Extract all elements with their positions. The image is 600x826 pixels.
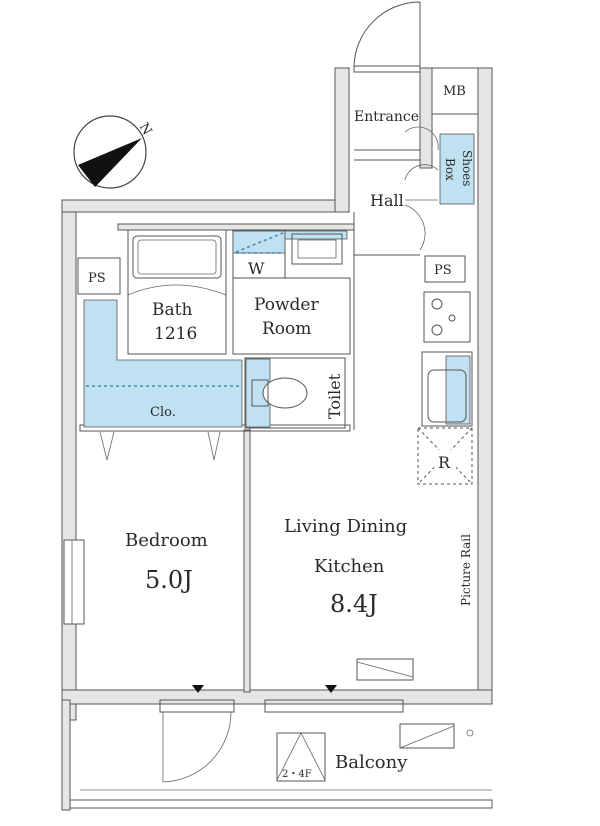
outdoor-unit bbox=[399, 723, 455, 749]
pipe-space-right bbox=[424, 255, 466, 283]
shoes-box-label-1: Shoes bbox=[460, 150, 474, 186]
bedroom-label: Bedroom bbox=[125, 530, 208, 551]
closet-label: Clo. bbox=[150, 405, 176, 420]
ldk-label-2: Kitchen bbox=[314, 556, 385, 577]
powder-room-label-1: Powder bbox=[254, 295, 319, 315]
ldk-size: 8.4J bbox=[330, 590, 378, 618]
balcony-label: Balcony bbox=[335, 752, 408, 773]
w-label: W bbox=[248, 259, 265, 278]
ps-left-label: PS bbox=[88, 271, 106, 286]
bedroom-size: 5.0J bbox=[145, 566, 193, 594]
refrigerator-space bbox=[417, 427, 473, 485]
compass-north-label: N bbox=[136, 121, 155, 138]
entrance-door[interactable] bbox=[353, 1, 421, 69]
toilet-bowl bbox=[262, 377, 308, 409]
shoes-box-label-2: Box bbox=[443, 158, 457, 181]
ldk-window[interactable] bbox=[264, 699, 404, 713]
evacuation-hatch: 2・4F bbox=[276, 732, 326, 782]
powder-room-label-2: Room bbox=[262, 319, 311, 339]
mb-label: MB bbox=[443, 84, 466, 99]
pipe-space-left bbox=[77, 257, 121, 295]
shoes-box bbox=[439, 133, 475, 205]
hall-label: Hall bbox=[370, 191, 404, 210]
closet bbox=[83, 299, 243, 428]
evac-hatch-label: 2・4F bbox=[282, 769, 312, 780]
aircon bbox=[356, 658, 414, 681]
walls bbox=[61, 67, 493, 811]
stove bbox=[423, 291, 471, 343]
entrance-label: Entrance bbox=[354, 109, 419, 125]
ps-right-label: PS bbox=[434, 263, 452, 278]
compass-icon: N bbox=[73, 115, 155, 189]
toilet-label: Toilet bbox=[325, 373, 344, 419]
bathtub bbox=[132, 235, 222, 279]
refrigerator-label: R bbox=[438, 453, 451, 472]
ldk-label-1: Living Dining bbox=[284, 516, 407, 537]
wash-basin bbox=[291, 233, 343, 265]
picture-rail-label: Picture Rail bbox=[459, 534, 473, 606]
bath-size-label: 1216 bbox=[154, 324, 197, 344]
bedroom-balcony-door[interactable] bbox=[162, 711, 232, 783]
meter-box bbox=[431, 67, 479, 115]
powder-room bbox=[232, 277, 351, 355]
kitchen-sink bbox=[421, 351, 473, 427]
toilet-room bbox=[244, 357, 346, 429]
bathroom bbox=[127, 229, 227, 355]
bedroom-window[interactable] bbox=[159, 699, 235, 713]
bath-label: Bath bbox=[152, 300, 192, 320]
